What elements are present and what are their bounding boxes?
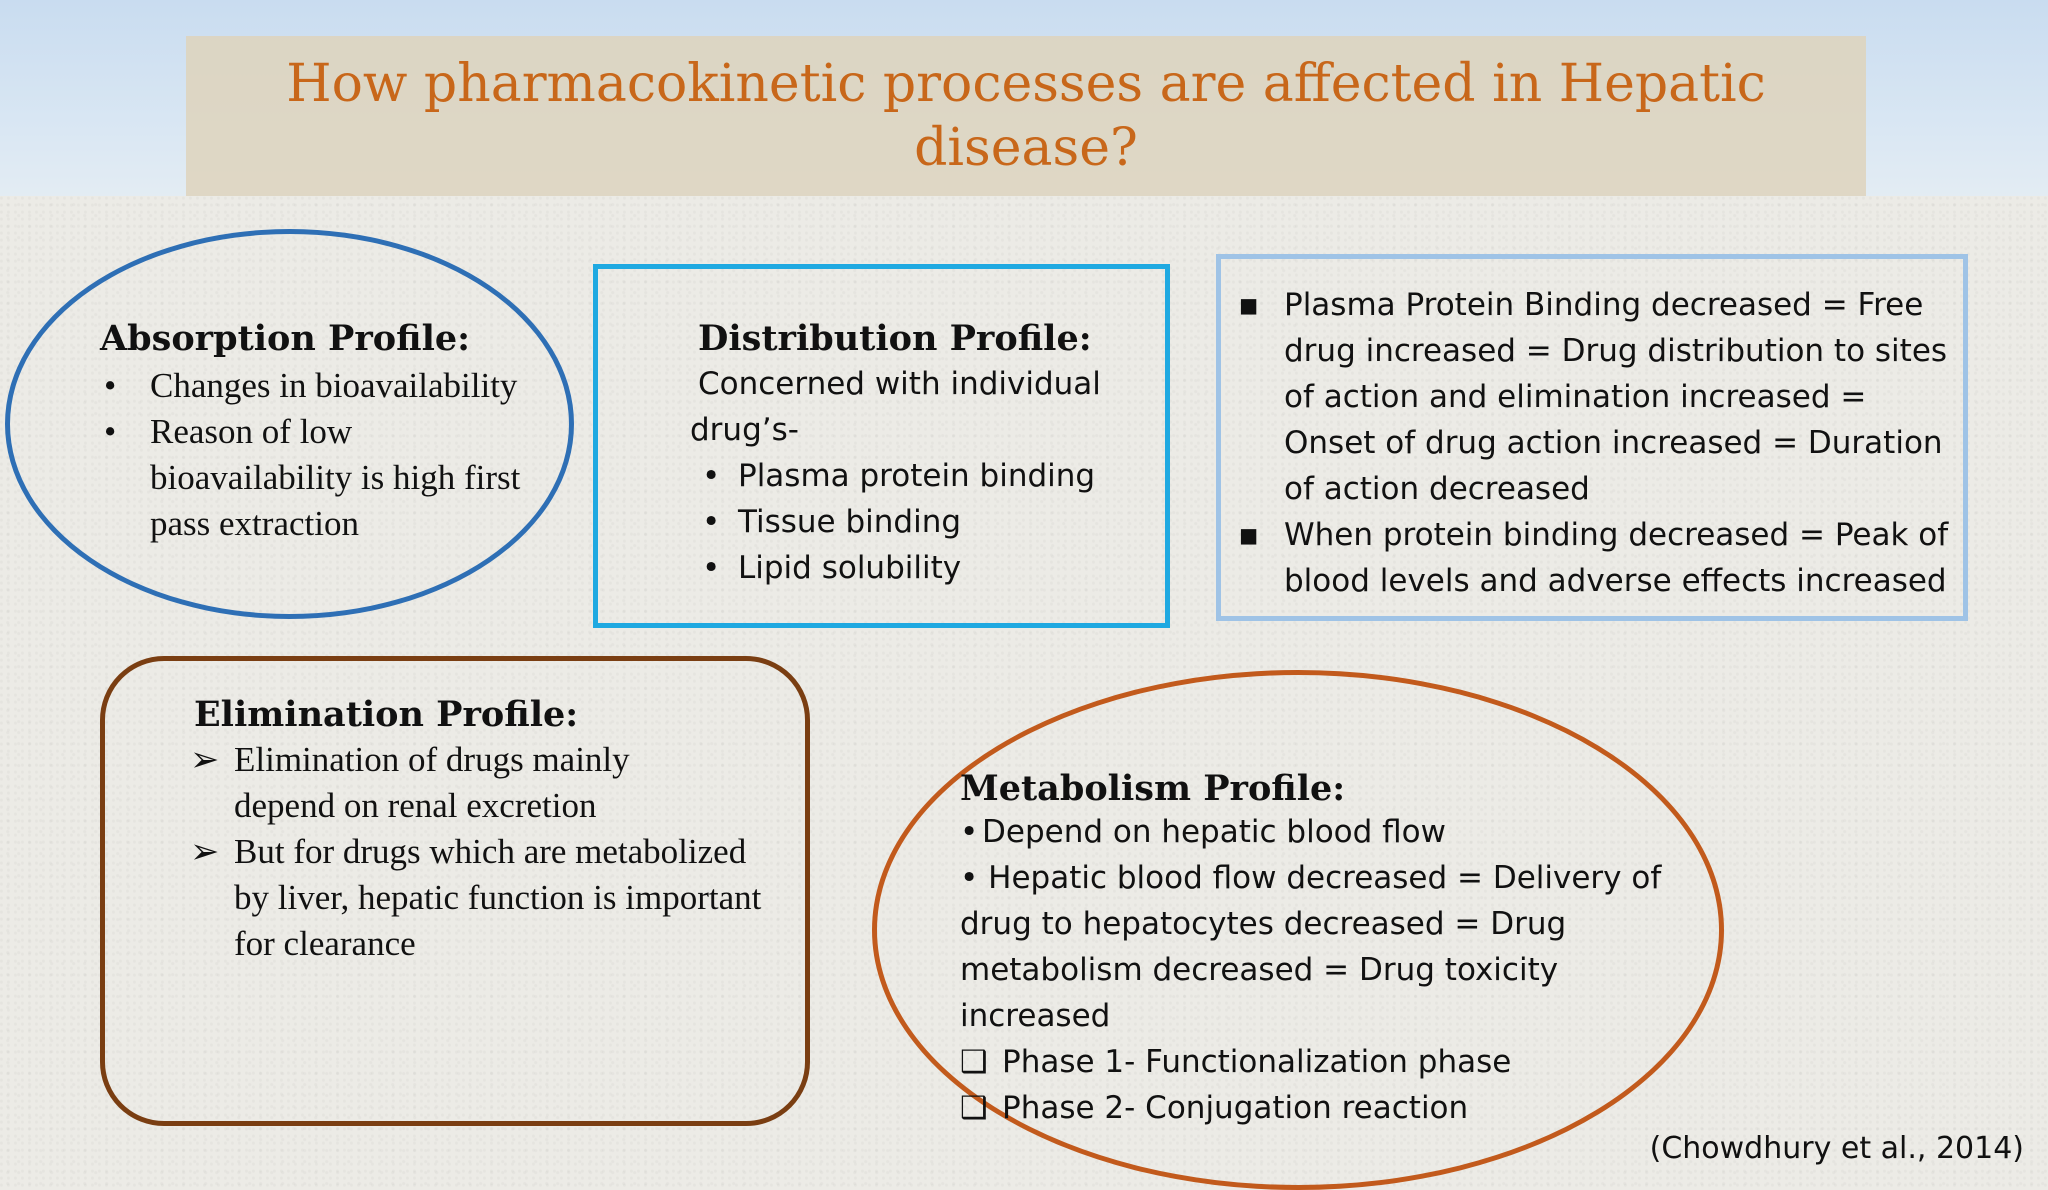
citation: (Chowdhury et al., 2014) xyxy=(1649,1131,2024,1166)
bullet-icon: • xyxy=(960,860,979,896)
elimination-item: ➢ Elimination of drugs mainly depend on … xyxy=(190,737,734,829)
distribution-profile: Distribution Profile: Concerned with ind… xyxy=(690,318,1160,591)
title-box: How pharmacokinetic processes are affect… xyxy=(186,36,1866,196)
metabolism-item: • Depend on hepatic blood flow xyxy=(960,809,1720,855)
distribution-item: • Plasma protein binding xyxy=(702,453,1160,499)
elimination-heading: Elimination Profile: xyxy=(194,694,579,735)
protein-binding-item: ▪ When protein binding decreased = Peak … xyxy=(1238,512,1960,604)
metabolism-phase: ❑ Phase 1- Functionalization phase xyxy=(960,1039,1720,1085)
arrow-bullet-icon: ➢ xyxy=(190,740,220,779)
protein-binding-box xyxy=(1216,254,1968,621)
checkbox-bullet-icon: ❑ xyxy=(960,1090,988,1126)
metabolism-item: • Hepatic blood flow decreased = Deliver… xyxy=(960,860,1662,1034)
bullet-icon: • xyxy=(960,814,979,850)
distribution-item: • Lipid solubility xyxy=(702,545,1160,591)
square-bullet-icon: ▪ xyxy=(1238,517,1260,553)
elimination-list: ➢ Elimination of drugs mainly depend on … xyxy=(190,737,794,967)
distribution-list: • Plasma protein binding • Tissue bindin… xyxy=(702,453,1160,591)
absorption-profile: Absorption Profile: • Changes in bioavai… xyxy=(100,318,570,547)
arrow-bullet-icon: ➢ xyxy=(190,832,220,871)
absorption-ellipse xyxy=(5,229,574,619)
distribution-intro: Concerned with individual drug’s- xyxy=(690,366,1101,448)
metabolism-profile: Metabolism Profile: • Depend on hepatic … xyxy=(960,768,1720,1131)
bullet-icon: • xyxy=(702,504,721,540)
elimination-profile: Elimination Profile: ➢ Elimination of dr… xyxy=(190,694,794,967)
protein-binding-list: ▪ Plasma Protein Binding decreased = Fre… xyxy=(1238,282,1960,604)
elimination-box xyxy=(100,656,810,1126)
bullet-icon: • xyxy=(702,550,721,586)
bullet-icon: • xyxy=(104,412,117,451)
absorption-heading: Absorption Profile: xyxy=(100,318,471,359)
metabolism-list: • Depend on hepatic blood flow • Hepatic… xyxy=(960,809,1720,1131)
protein-binding-notes: ▪ Plasma Protein Binding decreased = Fre… xyxy=(1238,282,1960,604)
protein-binding-item: ▪ Plasma Protein Binding decreased = Fre… xyxy=(1238,282,1960,512)
absorption-list: • Changes in bioavailability • Reason of… xyxy=(104,363,570,547)
checkbox-bullet-icon: ❑ xyxy=(960,1044,988,1080)
metabolism-heading: Metabolism Profile: xyxy=(960,768,1346,809)
slide-title: How pharmacokinetic processes are affect… xyxy=(286,54,1766,178)
absorption-item: • Changes in bioavailability xyxy=(104,363,570,409)
absorption-item: • Reason of low bioavailability is high … xyxy=(104,409,550,547)
distribution-box xyxy=(593,264,1170,628)
bullet-icon: • xyxy=(702,458,721,494)
metabolism-phase: ❑ Phase 2- Conjugation reaction xyxy=(960,1085,1720,1131)
distribution-heading: Distribution Profile: xyxy=(698,318,1092,359)
distribution-item: • Tissue binding xyxy=(702,499,1160,545)
square-bullet-icon: ▪ xyxy=(1238,287,1260,323)
bullet-icon: • xyxy=(104,366,117,405)
elimination-item: ➢ But for drugs which are metabolized by… xyxy=(190,829,774,967)
